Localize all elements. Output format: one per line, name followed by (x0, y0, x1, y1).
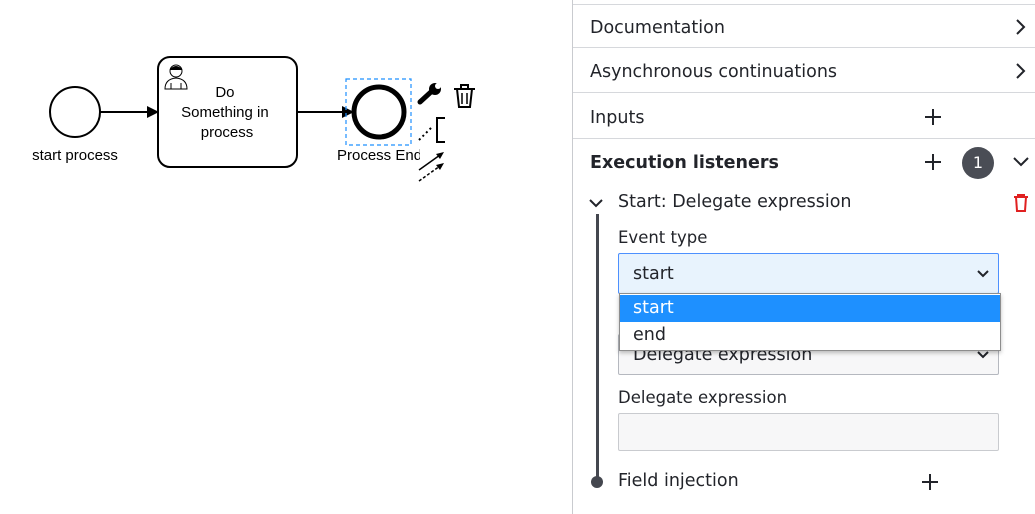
group-title: Asynchronous continuations (590, 62, 838, 82)
plus-icon[interactable] (923, 107, 943, 127)
bpmn-canvas[interactable]: start process Do Something in process Pr… (0, 0, 572, 514)
group-title: Execution listeners (590, 153, 779, 173)
start-event[interactable] (49, 86, 101, 138)
option-label: start (633, 298, 674, 318)
end-event[interactable] (351, 84, 407, 140)
listener-entry-title: Start: Delegate expression (618, 192, 852, 212)
chevron-down-icon[interactable] (1011, 152, 1031, 172)
user-task-icon (164, 64, 188, 90)
group-inputs[interactable]: Inputs (573, 95, 1035, 139)
group-title: Documentation (590, 18, 725, 38)
delegate-expression-input[interactable] (618, 413, 999, 451)
group-title: Inputs (590, 108, 645, 128)
properties-panel: Documentation Asynchronous continuations… (572, 0, 1035, 514)
listener-count-badge: 1 (962, 147, 994, 179)
trash-icon[interactable] (454, 84, 475, 108)
field-injection-label: Field injection (618, 471, 739, 491)
entry-tree-line (596, 214, 599, 482)
dropdown-option-start[interactable]: start (620, 295, 1000, 322)
wrench-icon[interactable] (417, 83, 441, 105)
group-execution-listeners[interactable]: Execution listeners (573, 140, 1035, 184)
chevron-down-icon (977, 270, 989, 278)
delegate-expression-label: Delegate expression (618, 388, 788, 407)
task-label-line: Something in (181, 104, 269, 121)
chevron-right-icon[interactable] (1011, 17, 1031, 37)
event-type-dropdown[interactable]: start end (619, 293, 1001, 351)
user-task-label: Do Something in process (181, 84, 273, 141)
task-label-line: process (201, 124, 254, 141)
event-type-label: Event type (618, 228, 708, 247)
connect-icon[interactable] (418, 152, 444, 182)
listener-entry-header[interactable]: Start: Delegate expression (573, 184, 1035, 220)
dropdown-option-end[interactable]: end (620, 322, 1000, 349)
chevron-down-icon (977, 351, 989, 359)
start-event-label: start process (32, 147, 118, 164)
group-async-continuations[interactable]: Asynchronous continuations (573, 49, 1035, 93)
event-type-select[interactable]: start (618, 253, 999, 294)
group-documentation[interactable]: Documentation (573, 4, 1035, 48)
task-label-line: Do (215, 84, 234, 101)
selection-outline (345, 78, 412, 146)
chevron-down-icon[interactable] (588, 195, 604, 211)
plus-icon[interactable] (920, 472, 940, 492)
entry-tree-dot (591, 476, 603, 488)
event-type-value: start (633, 264, 674, 284)
chevron-right-icon[interactable] (1011, 61, 1031, 81)
text-annotation-icon[interactable] (418, 117, 445, 143)
option-label: end (633, 325, 666, 345)
end-event-label: Process End (337, 147, 422, 164)
delete-icon[interactable] (1013, 194, 1029, 212)
plus-icon[interactable] (923, 152, 943, 172)
